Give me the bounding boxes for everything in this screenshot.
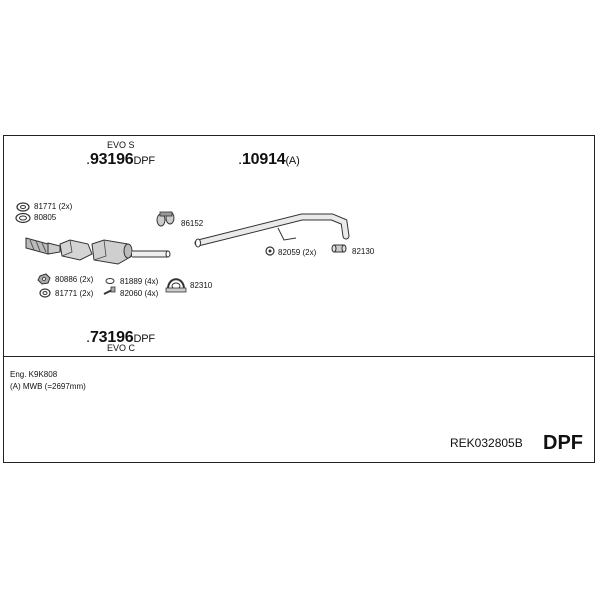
dpf-catalyst-icon	[25, 237, 171, 265]
label-82060: 82060 (4x)	[120, 289, 159, 298]
evo-c-label: EVO C	[107, 343, 136, 353]
part-93196: .93196DPF	[86, 151, 155, 168]
label-82059: 82059 (2x)	[278, 248, 317, 257]
label-82130: 82130	[352, 247, 375, 256]
part-73196: .73196DPF	[86, 329, 155, 346]
middle-pipe-icon	[194, 213, 350, 248]
diagram-frame	[3, 135, 595, 463]
clamp-icon	[156, 211, 175, 227]
label-86152: 86152	[181, 219, 204, 228]
gasket-icon	[15, 212, 31, 224]
ring-icon	[16, 202, 30, 212]
label-80886: 80886 (2x)	[55, 275, 94, 284]
part-10914: .10914(A)	[238, 151, 300, 168]
hanger-icon	[165, 278, 187, 293]
label-80805: 80805	[34, 213, 57, 222]
nut-icon	[37, 273, 51, 285]
pipe-clamp-icon	[331, 244, 347, 253]
small-washer-icon	[105, 278, 115, 284]
section-divider	[3, 356, 595, 357]
washer-icon	[39, 288, 51, 298]
label-81771-top: 81771 (2x)	[34, 202, 73, 211]
label-81771-bottom: 81771 (2x)	[55, 289, 94, 298]
engine-note: Eng. K9K808	[10, 370, 58, 379]
label-81889: 81889 (4x)	[120, 277, 159, 286]
evo-s-label: EVO S	[107, 140, 135, 150]
bolt-icon	[103, 286, 116, 295]
wheelbase-note: (A) MWB (=2697mm)	[10, 382, 86, 391]
reference-code: REK032805B	[450, 436, 523, 450]
type-badge: DPF	[543, 432, 583, 454]
rubber-mount-icon	[265, 246, 275, 256]
label-82310: 82310	[190, 281, 213, 290]
